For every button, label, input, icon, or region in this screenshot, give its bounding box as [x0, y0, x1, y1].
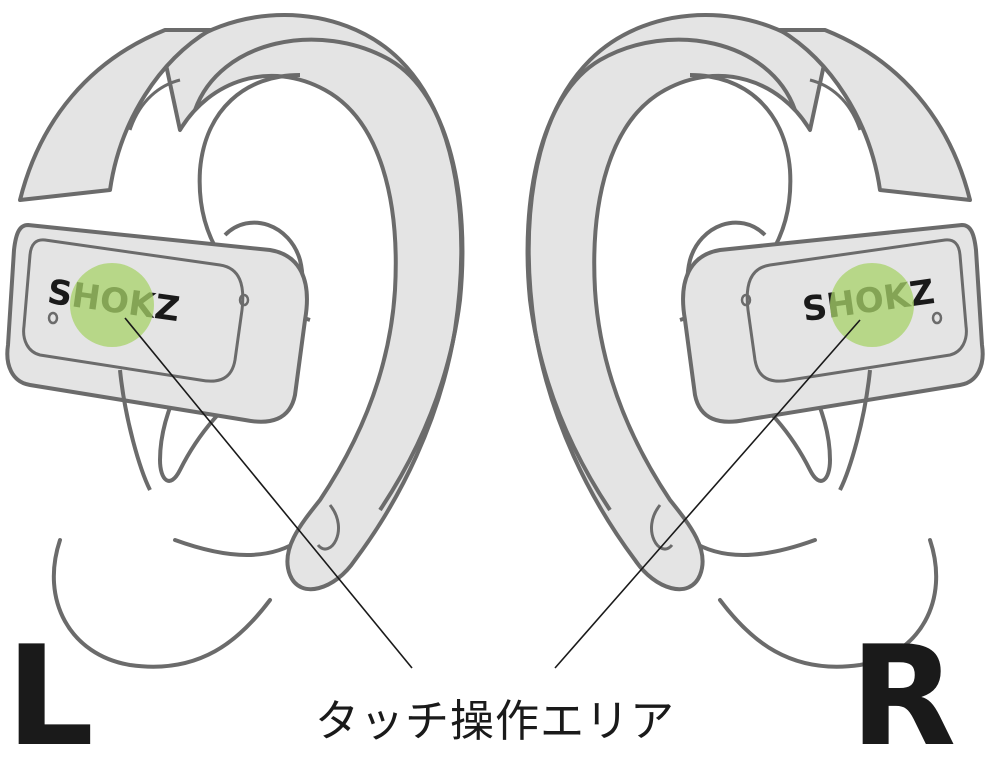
left-touch-zone — [70, 263, 154, 347]
right-label: R — [850, 628, 956, 766]
left-earpiece — [7, 15, 462, 667]
right-touch-zone — [830, 263, 914, 347]
right-earpiece — [528, 15, 983, 667]
left-label: L — [6, 628, 94, 766]
earbuds-diagram: SHOKZ SHOKZ — [0, 0, 990, 755]
touch-area-caption: タッチ操作エリア — [0, 700, 990, 744]
